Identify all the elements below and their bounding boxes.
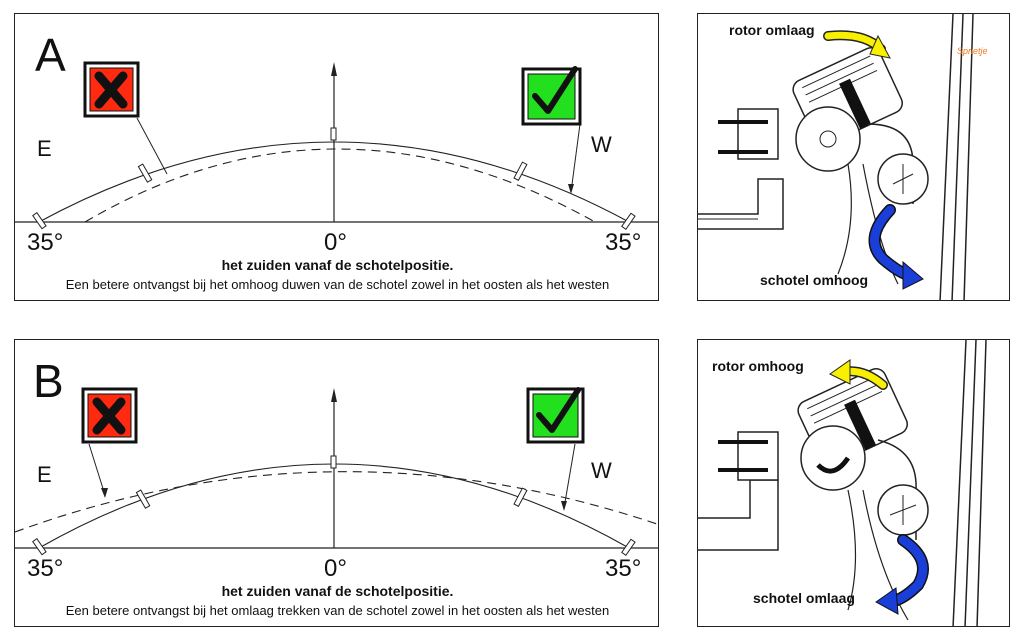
west-label: W <box>591 458 612 483</box>
rotor-illustration-a <box>698 14 974 300</box>
angle-left: 35° <box>27 229 64 256</box>
satellite-marker <box>32 212 47 230</box>
south-axis-arrowhead <box>331 62 337 76</box>
satellite-marker <box>621 212 636 230</box>
satellite-marker <box>513 487 528 508</box>
diagram-panel-b: B E W 35° 0° 35° het zuiden vanaf de sch… <box>14 339 659 627</box>
satellite-marker <box>135 489 151 509</box>
angle-center: 0° <box>324 555 347 582</box>
dish-label: schotel omhoog <box>760 272 869 288</box>
pointer-line <box>136 117 168 175</box>
pointer-line <box>570 123 581 193</box>
arc-diagram-a <box>15 61 658 230</box>
east-label: E <box>37 136 52 161</box>
rotor-label: rotor omlaag <box>729 22 815 38</box>
arc-diagram-b <box>15 387 658 556</box>
pointer-arrowhead <box>101 488 108 498</box>
angle-left: 35° <box>27 555 64 582</box>
satellite-marker <box>32 538 47 556</box>
dish-tracking-arc <box>84 148 596 223</box>
pointer-arrowhead <box>568 184 574 194</box>
angle-center: 0° <box>324 229 347 256</box>
watermark: Sprietje <box>957 46 988 56</box>
caption-text: Een betere ontvangst bij het omhoog duwe… <box>65 277 610 292</box>
dish-tracking-arc <box>15 471 658 533</box>
panel-letter: B <box>33 355 64 407</box>
checkmark-icon <box>521 66 582 126</box>
pointer-line <box>563 443 576 509</box>
pointer-line <box>88 443 106 496</box>
cross-icon <box>81 387 138 444</box>
cross-icon <box>83 61 140 118</box>
diagram-panel-a: A E W 35° 0° 35° het zuiden vanaf de sch… <box>14 13 659 301</box>
east-label: E <box>37 462 52 487</box>
panel-letter: A <box>35 29 66 81</box>
satellite-marker <box>330 455 337 469</box>
dish-label: schotel omlaag <box>753 590 855 606</box>
angle-right: 35° <box>605 555 642 582</box>
clarke-belt-arc <box>38 141 630 223</box>
satellite-marker <box>621 538 636 556</box>
caption-title: het zuiden vanaf de schotelpositie. <box>221 583 454 599</box>
caption-text: Een betere ontvangst bij het omlaag trek… <box>65 603 610 618</box>
caption-title: het zuiden vanaf de schotelpositie. <box>221 257 454 273</box>
checkmark-icon <box>526 387 585 444</box>
pointer-arrowhead <box>561 501 567 511</box>
rotor-illustration-b <box>698 340 987 626</box>
south-axis-arrowhead <box>331 388 337 402</box>
photo-panel-a: rotor omlaag Sprietje schotel omhoog <box>697 13 1010 301</box>
satellite-marker <box>513 161 528 182</box>
west-label: W <box>591 132 612 157</box>
rotor-label: rotor omhoog <box>712 358 804 374</box>
satellite-marker <box>330 127 337 141</box>
photo-panel-b: rotor omhoog schotel omlaag <box>697 339 1010 627</box>
angle-right: 35° <box>605 229 642 256</box>
satellite-marker <box>137 163 153 183</box>
